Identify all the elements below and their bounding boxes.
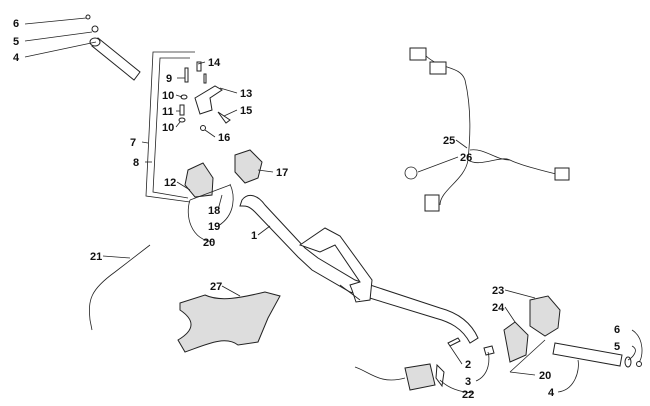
switch-harness-22	[354, 363, 445, 391]
callout-27: 27	[210, 281, 222, 293]
leader-lines	[24, 17, 643, 394]
callout-8: 8	[133, 157, 139, 169]
callout-23: 23	[492, 285, 504, 297]
bracket-7	[145, 51, 195, 203]
callout-24: 24	[492, 302, 505, 314]
callout-9: 9	[166, 73, 172, 85]
callout-20: 20	[203, 237, 215, 249]
callout-4b: 4	[548, 387, 555, 399]
callout-6: 6	[13, 18, 19, 30]
switch-housing-17	[234, 149, 263, 184]
handlebar	[239, 194, 479, 344]
callout-11: 11	[162, 106, 174, 118]
end-cap-3	[483, 345, 495, 356]
callout-2: 2	[465, 359, 471, 371]
callout-22: 22	[462, 389, 474, 401]
bolt-2	[447, 337, 461, 347]
left-grip	[85, 14, 141, 81]
callout-13: 13	[240, 88, 252, 100]
throttle-cable	[89, 244, 151, 331]
callout-7: 7	[130, 137, 136, 149]
wiring-harness	[404, 47, 570, 212]
callout-labels: 6 5 4 14 9 13 10 11 15 10 16 7 8 17 12 1…	[13, 18, 620, 401]
callout-26: 26	[460, 152, 472, 164]
bracket-8	[152, 57, 190, 199]
callout-15: 15	[240, 105, 252, 117]
callout-4: 4	[13, 52, 20, 64]
lever-assembly	[178, 61, 231, 131]
callout-16: 16	[218, 132, 230, 144]
callout-12: 12	[164, 177, 176, 189]
callout-5b: 5	[614, 341, 620, 353]
switch-housing-12	[184, 162, 214, 198]
callout-14: 14	[208, 57, 221, 69]
callout-20b: 20	[539, 370, 551, 382]
callout-21: 21	[90, 251, 102, 263]
right-grip	[552, 342, 642, 368]
switch-housing-23	[529, 295, 561, 337]
callout-19: 19	[208, 221, 220, 233]
callout-5: 5	[13, 36, 19, 48]
handlebar-pad	[177, 291, 281, 353]
callout-10b: 10	[162, 122, 174, 134]
callout-18: 18	[208, 205, 220, 217]
callout-25: 25	[443, 135, 455, 147]
callout-6b: 6	[614, 324, 620, 336]
callout-17: 17	[276, 167, 288, 179]
callout-3: 3	[465, 376, 471, 388]
callout-10: 10	[162, 90, 174, 102]
bracket-24	[503, 321, 529, 363]
callout-1: 1	[251, 230, 257, 242]
